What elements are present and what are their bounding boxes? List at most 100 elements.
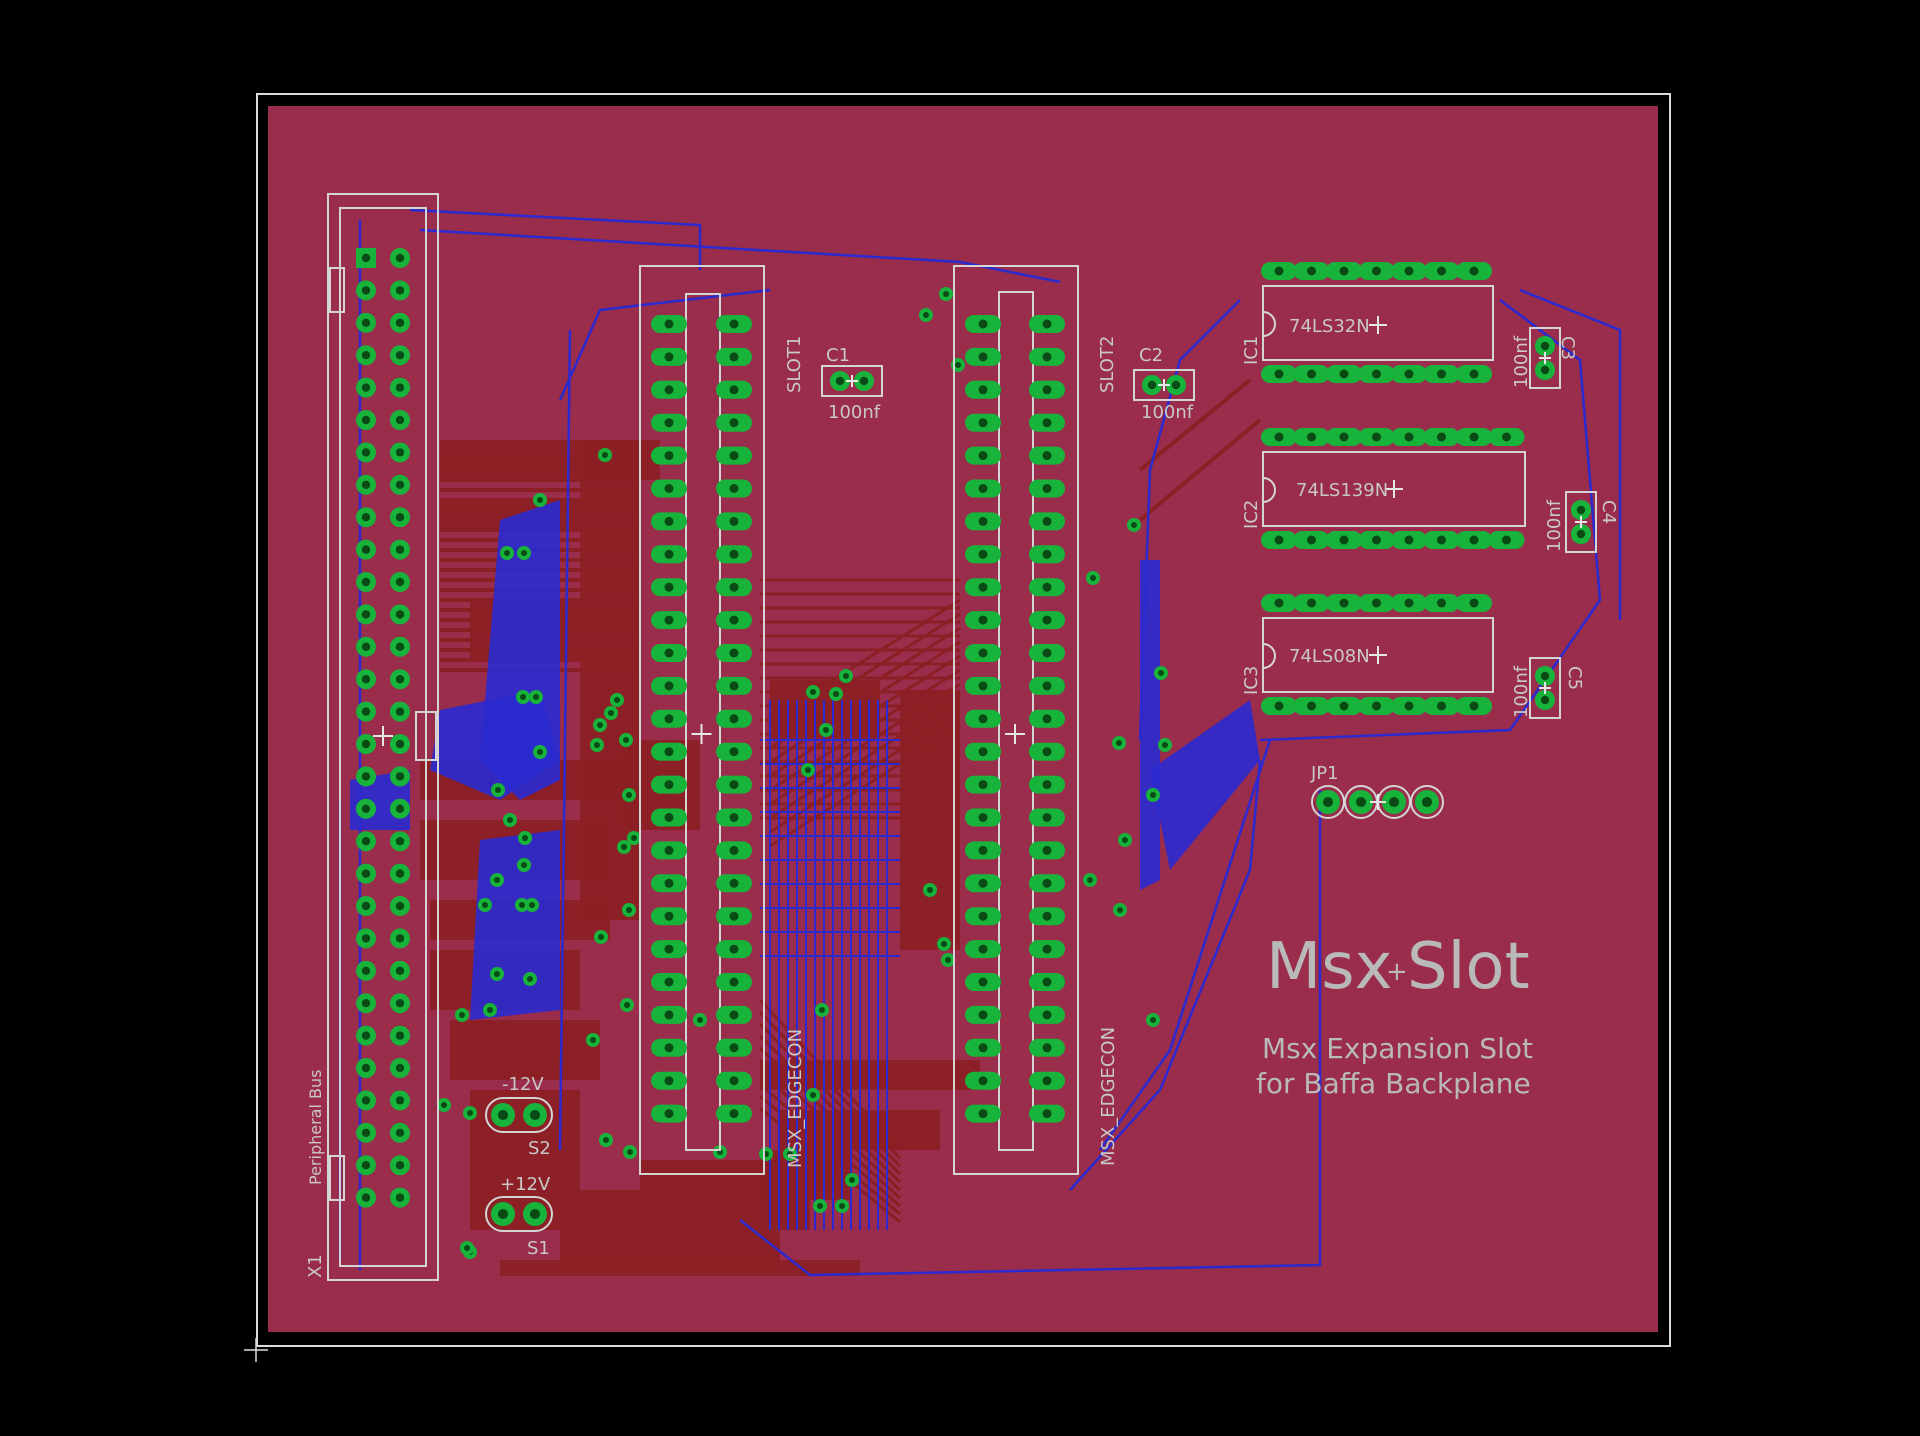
pad-drill [361,480,371,489]
pad-drill [1404,535,1414,545]
pad-drill [1372,266,1381,276]
top-trace-diagonal [769,682,961,806]
power-header-s2[interactable] [485,1097,553,1133]
connector-x1[interactable] [327,193,439,1281]
pad-drill [1307,701,1316,711]
pad-drill [859,376,869,386]
pad-drill [729,977,739,987]
connector-slot1[interactable] [639,265,765,1175]
via-drill [441,1102,447,1108]
pad-drill [1339,266,1349,276]
top-trace-diagonal [758,1010,902,1160]
pad-drill [1042,1010,1052,1020]
pad-drill [664,385,674,395]
via-drill [810,1092,816,1098]
via-drill [507,817,513,823]
via-drill [839,1203,845,1209]
via-drill [521,550,527,556]
pad-drill [1042,780,1052,790]
connector-slot2[interactable] [953,265,1079,1175]
c1-value-label: 100nf [828,402,881,423]
jp1-ref-label: JP1 [1310,763,1339,784]
via-drill [843,673,849,679]
top-trace-diagonal [769,598,961,722]
pad-drill [664,484,674,493]
pad-drill [978,977,988,987]
via-drill [494,877,500,883]
pad-drill [1437,701,1446,711]
capacitor-c5 [1529,657,1561,719]
pad-drill [1437,535,1446,545]
pad-drill [361,253,371,263]
pad-drill [1042,714,1052,724]
pad-drill [395,707,405,716]
bottom-trace-route [558,288,771,401]
pad-drill [395,999,405,1008]
top-trace-diagonal [769,612,961,736]
pad-drill [978,352,988,362]
power-header-s1[interactable] [485,1196,553,1232]
pad-drill [1042,1109,1052,1119]
via-drill [527,976,533,982]
ic2[interactable] [1261,428,1526,549]
via-drill [823,727,829,733]
pad-drill [395,869,405,878]
pad-drill [1576,505,1586,515]
ic1[interactable] [1261,262,1494,383]
pad-drill [729,813,739,822]
pad-drill [729,714,739,724]
capacitor-c1 [821,365,883,397]
pad-drill [361,318,371,327]
pad-drill [1372,432,1381,442]
pad-drill [361,610,371,619]
via-drill [487,1007,493,1013]
pad-drill [664,813,674,822]
pad-drill [1042,615,1052,625]
pad-drill [1372,598,1381,608]
pad-drill [361,934,371,943]
via-drill [537,497,543,503]
capacitor-outline [1529,657,1561,719]
slot1-ref-label: SLOT1 [784,336,805,393]
via-drill [945,957,951,963]
x1-latch-top [329,267,345,313]
via-drill [624,1002,630,1008]
pad-drill [1469,598,1479,608]
pad-drill [395,351,405,360]
pad-drill [978,944,988,954]
via-drill [805,767,811,773]
via-drill [1131,522,1137,528]
via-drill [597,722,603,728]
via-drill [849,1177,855,1183]
via-drill [1087,877,1093,883]
ic3[interactable] [1261,594,1494,715]
ic1-pads [1261,262,1492,383]
pad-drill [1576,529,1586,539]
slot2-outline [953,265,1079,1175]
capacitors [821,327,1597,719]
pad-drill [978,516,988,526]
via-drill [519,902,525,908]
slot2-ref-label: SLOT2 [1097,336,1118,393]
board-subtitle-line2: for Baffa Backplane [1256,1067,1531,1100]
pad-drill [664,648,674,658]
pad-drill [395,1193,405,1202]
pad-drill [978,648,988,658]
pad-drill [361,1161,371,1170]
jumper-jp1[interactable] [1311,785,1444,819]
pad-drill [664,944,674,954]
pad-drill [664,681,674,691]
pad-drill [1437,598,1446,608]
pad-drill [1404,598,1414,608]
top-trace-diagonal [769,724,961,848]
pad-drill [361,707,371,716]
pad-drill [729,516,739,526]
board-subtitle-line1: Msx Expansion Slot [1262,1032,1533,1065]
top-copper-pour [500,1260,860,1276]
top-trace-diagonal [769,696,961,820]
pad-drill [395,448,405,457]
via-drill [1117,907,1123,913]
pad-drill [395,1096,405,1105]
slot2-pads [965,315,1065,1123]
